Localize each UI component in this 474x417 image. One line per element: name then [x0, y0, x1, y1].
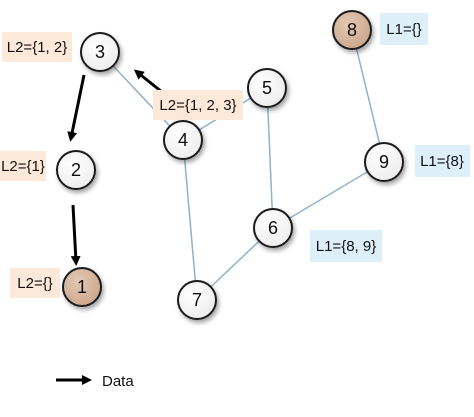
edge-3-4 [99, 51, 184, 141]
node-label: 1 [77, 277, 87, 297]
graph-node-9: 9 [364, 142, 404, 182]
edge-4-7 [182, 139, 198, 301]
graph-node-2: 2 [56, 150, 96, 190]
graph-node-1: 1 [62, 267, 102, 307]
set-label-node-8: L1={} [380, 13, 428, 45]
node-label: 4 [178, 130, 188, 150]
node-label: 3 [95, 42, 105, 62]
legend: Data [56, 373, 134, 390]
set-label-text: L2={1, 2, 3} [159, 97, 236, 114]
node-label: 2 [71, 160, 81, 180]
graph-node-5: 5 [247, 68, 287, 108]
graph-node-8: 8 [332, 10, 372, 50]
set-label-node-6: L1={8, 9} [310, 230, 382, 262]
set-label-text: L2={1} [1, 158, 45, 175]
set-label-node-2: L2={1} [0, 151, 46, 181]
graph-node-4: 4 [163, 120, 203, 160]
set-label-node-4: L2={1, 2, 3} [153, 90, 243, 120]
node-label: 5 [262, 78, 272, 98]
set-labels: L2={1, 2} L2={1} L2={} L2={1, 2, 3} L1={… [0, 13, 470, 298]
graph-node-6: 6 [253, 208, 293, 248]
arrow-3-to-2 [67, 74, 86, 142]
graph-node-3: 3 [80, 32, 120, 72]
set-label-text: L1={8, 9} [316, 238, 376, 255]
set-label-node-3: L2={1, 2} [2, 32, 72, 62]
edge-5-6 [266, 87, 274, 229]
set-label-text: L2={1, 2} [7, 39, 67, 56]
edge-6-9 [272, 161, 385, 229]
set-label-text: L1={8} [420, 153, 464, 170]
node-label: 6 [268, 218, 278, 238]
nodes: 3 2 1 4 5 6 7 [56, 10, 404, 320]
set-label-node-1: L2={} [10, 268, 60, 298]
graph-node-7: 7 [177, 280, 217, 320]
set-label-text: L1={} [386, 21, 421, 38]
arrow-2-to-1 [70, 204, 81, 266]
node-label: 7 [192, 290, 202, 310]
edge-9-8 [351, 29, 385, 163]
legend-label: Data [102, 373, 134, 390]
node-label: 8 [347, 20, 357, 40]
node-label: 9 [379, 152, 389, 172]
set-label-text: L2={} [17, 275, 52, 292]
set-label-node-9: L1={8} [415, 145, 470, 177]
